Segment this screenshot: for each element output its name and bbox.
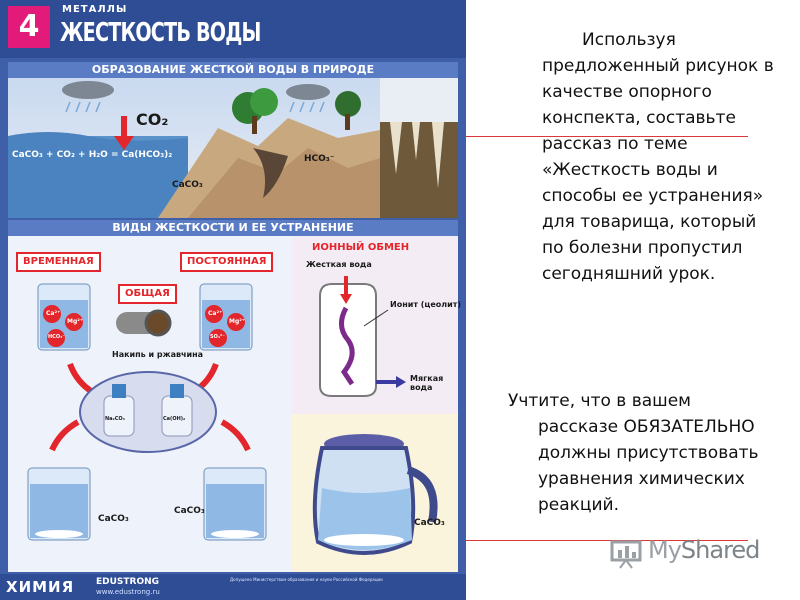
ion-left-mg: Mg²⁺ xyxy=(67,318,84,325)
soft-water-label: Мягкая вода xyxy=(410,374,444,392)
temporary-hardness-tag: ВРЕМЕННАЯ xyxy=(16,252,101,272)
permanent-hardness-tag: ПОСТОЯННАЯ xyxy=(180,252,274,272)
instruction-paragraph: Используя предложенный рисунок в качеств… xyxy=(542,27,782,287)
kettle-graphic xyxy=(312,434,438,555)
presentation-chart-icon xyxy=(610,540,642,569)
watermark-shared: Shared xyxy=(680,536,760,564)
hardness-types-graphic xyxy=(27,283,267,541)
kettle-caco3-label: CaCO₃ xyxy=(414,518,445,528)
ion-right-ca: Ca²⁺ xyxy=(208,310,223,317)
section-nature-title: ОБРАЗОВАНИЕ ЖЕСТКОЙ ВОДЫ В ПРИРОДЕ xyxy=(8,62,458,78)
footer-brand: ХИМИЯ xyxy=(6,578,75,596)
note-rest: рассказе ОБЯЗАТЕЛЬНО должны присутствова… xyxy=(538,417,759,515)
section-types-title: ВИДЫ ЖЕСТКОСТИ И ЕЕ УСТРАНЕНИЕ xyxy=(8,220,458,236)
instruction-first-line: Используя xyxy=(582,30,676,50)
instruction-rest: предложенный рисунок в качестве опорного… xyxy=(542,56,774,284)
watermark-text: MyShared xyxy=(648,536,760,564)
bottle-na2co3-label: Na₂CO₃ xyxy=(105,416,125,422)
ion-left-ca: Ca²⁺ xyxy=(46,310,61,317)
footer-fine-print: Допущено Министерством образования и нау… xyxy=(230,577,383,582)
co2-label: CO₂ xyxy=(136,110,169,129)
precipitate-left-label: CaCO₃ xyxy=(98,514,129,524)
scale-rust-label: Накипь и ржавчина xyxy=(112,350,204,359)
ion-exchange-column-graphic xyxy=(319,276,406,397)
ion-exchange-panel: ИОННЫЙ ОБМЕН Жесткая вода Ионит (цеолит)… xyxy=(292,236,462,414)
hard-water-label: Жесткая вода xyxy=(306,260,372,269)
hco3-label: HCO₃⁻ xyxy=(304,154,335,164)
nature-equation: CaCO₃ + CO₂ + H₂O = Ca(HCO₃)₂ xyxy=(12,150,173,160)
total-hardness-tag: ОБЩАЯ xyxy=(118,284,177,304)
caco3-rock-label: CaCO₃ xyxy=(172,180,203,190)
kettle-panel: CaCO₃ xyxy=(292,414,458,572)
ion-right-so4: SO₄²⁻ xyxy=(210,334,225,340)
ion-exchange-title: ИОННЫЙ ОБМЕН xyxy=(312,242,410,253)
poster-category: МЕТАЛЛЫ xyxy=(62,4,128,15)
note-paragraph: Учтите, что в вашем рассказе ОБЯЗАТЕЛЬНО… xyxy=(508,388,790,518)
nature-scene-graphic xyxy=(8,78,458,218)
poster-footer: ХИМИЯ EDUSTRONG www.edustrong.ru Допущен… xyxy=(0,574,466,600)
ionite-label: Ионит (цеолит) xyxy=(390,300,462,309)
poster-title: ЖЕСТКОСТЬ ВОДЫ xyxy=(60,18,261,48)
note-first-line: Учтите, что в вашем xyxy=(508,391,691,411)
nature-illustration: CO₂ CaCO₃ + CO₂ + H₂O = Ca(HCO₃)₂ CaCO₃ … xyxy=(8,78,458,218)
watermark-my: My xyxy=(648,536,682,564)
ion-left-hco3: HCO₃⁻ xyxy=(48,334,65,340)
footer-site: www.edustrong.ru xyxy=(96,588,160,596)
precipitate-right-label: CaCO₃ xyxy=(174,506,205,516)
divider-bottom xyxy=(466,540,748,541)
bottle-caoh2-label: Ca(OH)₂ xyxy=(163,416,186,422)
ion-right-mg: Mg²⁺ xyxy=(229,318,246,325)
footer-publisher: EDUSTRONG xyxy=(96,577,160,587)
poster-number-badge: 4 xyxy=(8,6,50,48)
divider-top xyxy=(466,136,748,137)
myshared-watermark: MyShared xyxy=(606,534,766,570)
poster-image: 4 МЕТАЛЛЫ ЖЕСТКОСТЬ ВОДЫ ОБРАЗОВАНИЕ ЖЕС… xyxy=(0,0,466,600)
poster-header: 4 МЕТАЛЛЫ ЖЕСТКОСТЬ ВОДЫ xyxy=(0,0,466,58)
